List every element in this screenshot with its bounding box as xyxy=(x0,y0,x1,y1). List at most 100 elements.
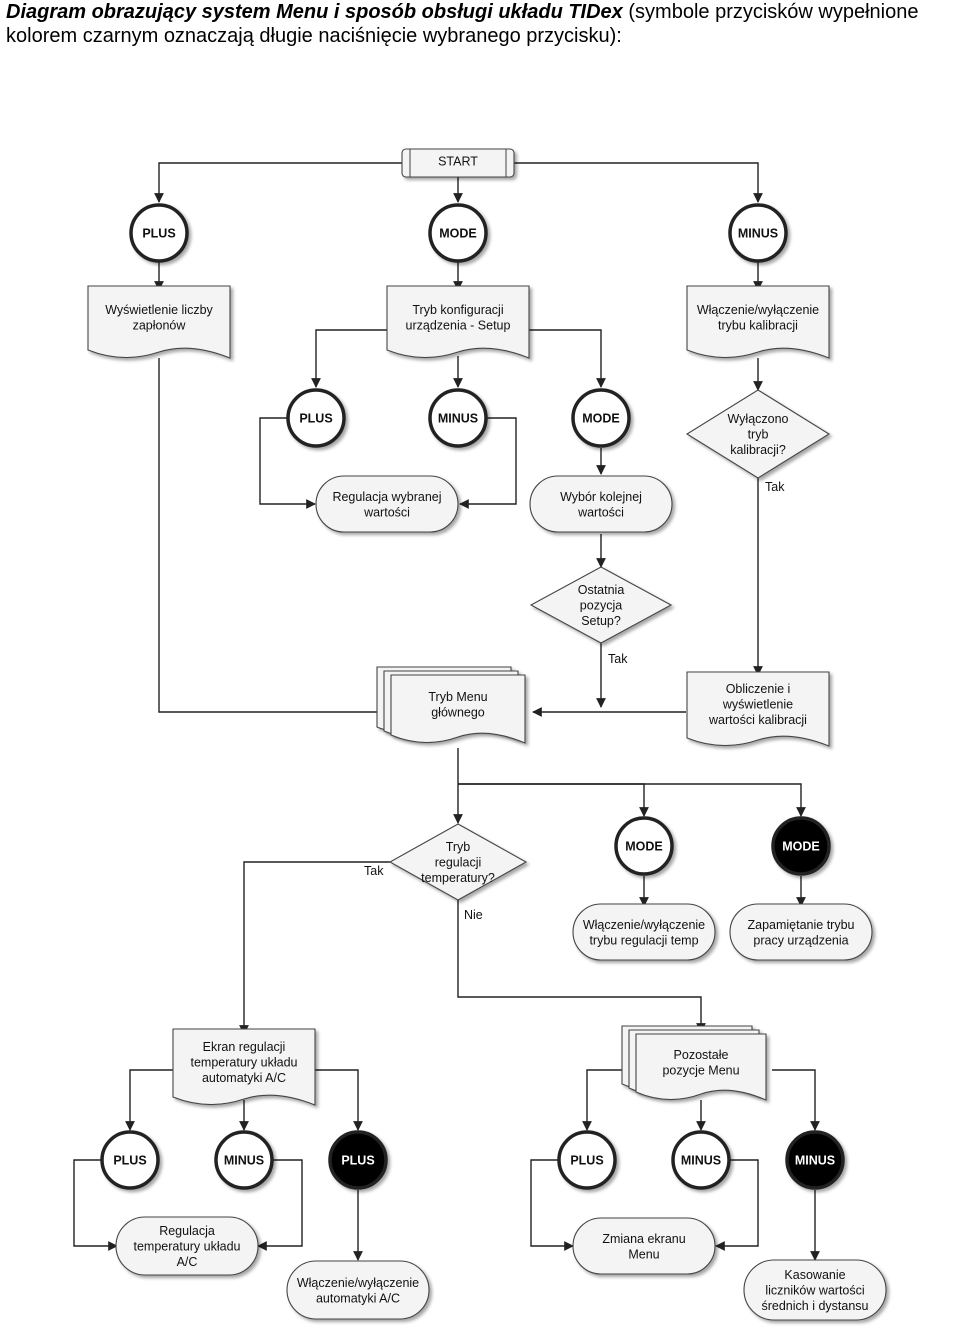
btn-minus-3-button-node: MINUS xyxy=(214,1130,274,1190)
decision-shape xyxy=(529,566,673,644)
button-label: PLUS xyxy=(299,412,332,426)
button-circle xyxy=(671,1130,731,1190)
button-label: MINUS xyxy=(438,412,478,426)
btn-plus-1-button-node: PLUS xyxy=(129,203,189,263)
document-shape xyxy=(390,674,526,744)
button-circle xyxy=(614,816,674,876)
edge-label-tak-kalibracja: Tak xyxy=(765,480,785,494)
button-circle xyxy=(129,203,189,263)
button-label: MINUS xyxy=(224,1154,264,1168)
connector xyxy=(154,162,402,203)
edge-label-tak-setup: Tak xyxy=(608,652,628,666)
button-label: MINUS xyxy=(681,1154,721,1168)
process-shape xyxy=(743,1259,887,1321)
button-circle xyxy=(428,203,488,263)
caption-title: Diagram obrazujący system Menu i sposób … xyxy=(6,1,623,23)
button-label: PLUS xyxy=(570,1154,603,1168)
btn-minus-1-button-node: MINUS xyxy=(728,203,788,263)
connectors xyxy=(73,162,820,1261)
button-circle xyxy=(728,203,788,263)
connector xyxy=(528,329,606,388)
start-shape xyxy=(401,148,515,178)
btn-plus-long-button-node: PLUS xyxy=(328,1130,388,1190)
connector xyxy=(514,162,763,203)
btn-minus-4-button-node: MINUS xyxy=(671,1130,731,1190)
start-node: START xyxy=(401,148,515,178)
document-shape xyxy=(635,1033,767,1101)
process-shape xyxy=(529,475,673,533)
button-label: MINUS xyxy=(795,1154,835,1168)
button-label: MODE xyxy=(582,412,620,426)
btn-mode-3-button-node: MODE xyxy=(614,816,674,876)
button-circle xyxy=(571,388,631,448)
connector xyxy=(582,1069,636,1131)
btn-minus-2-button-node: MINUS xyxy=(428,388,488,448)
button-label: MODE xyxy=(439,227,477,241)
connector xyxy=(530,1159,574,1251)
connector xyxy=(73,1159,118,1251)
button-label: PLUS xyxy=(341,1154,374,1168)
connector xyxy=(459,417,517,509)
diagram-caption: Diagram obrazujący system Menu i sposób … xyxy=(6,0,958,48)
caption-subtitle: kolorem czarnym oznaczają długie naciśni… xyxy=(6,25,622,47)
button-circle xyxy=(557,1130,617,1190)
connector xyxy=(257,1159,303,1251)
button-circle xyxy=(214,1130,274,1190)
btn-mode-1-button-node: MODE xyxy=(428,203,488,263)
process-shape xyxy=(729,903,873,961)
btn-mode-2-button-node: MODE xyxy=(571,388,631,448)
button-label: MODE xyxy=(625,840,663,854)
document-shape xyxy=(386,285,530,359)
process-shape xyxy=(572,1217,716,1275)
button-circle xyxy=(286,388,346,448)
connector xyxy=(458,783,649,817)
button-circle xyxy=(785,1130,845,1190)
connector xyxy=(259,417,316,509)
connector xyxy=(311,329,388,388)
button-label: PLUS xyxy=(113,1154,146,1168)
decision-shape xyxy=(388,823,528,901)
process-shape xyxy=(315,475,459,533)
button-circle xyxy=(771,816,831,876)
start-label: START xyxy=(438,155,478,169)
document-shape xyxy=(686,671,830,747)
button-circle xyxy=(428,388,488,448)
btn-plus-4-button-node: PLUS xyxy=(557,1130,617,1190)
connector xyxy=(239,861,390,1035)
document-shape xyxy=(172,1028,316,1106)
connector xyxy=(125,1069,176,1131)
connector xyxy=(158,358,391,717)
document-shape xyxy=(686,285,830,359)
process-shape xyxy=(286,1260,430,1320)
